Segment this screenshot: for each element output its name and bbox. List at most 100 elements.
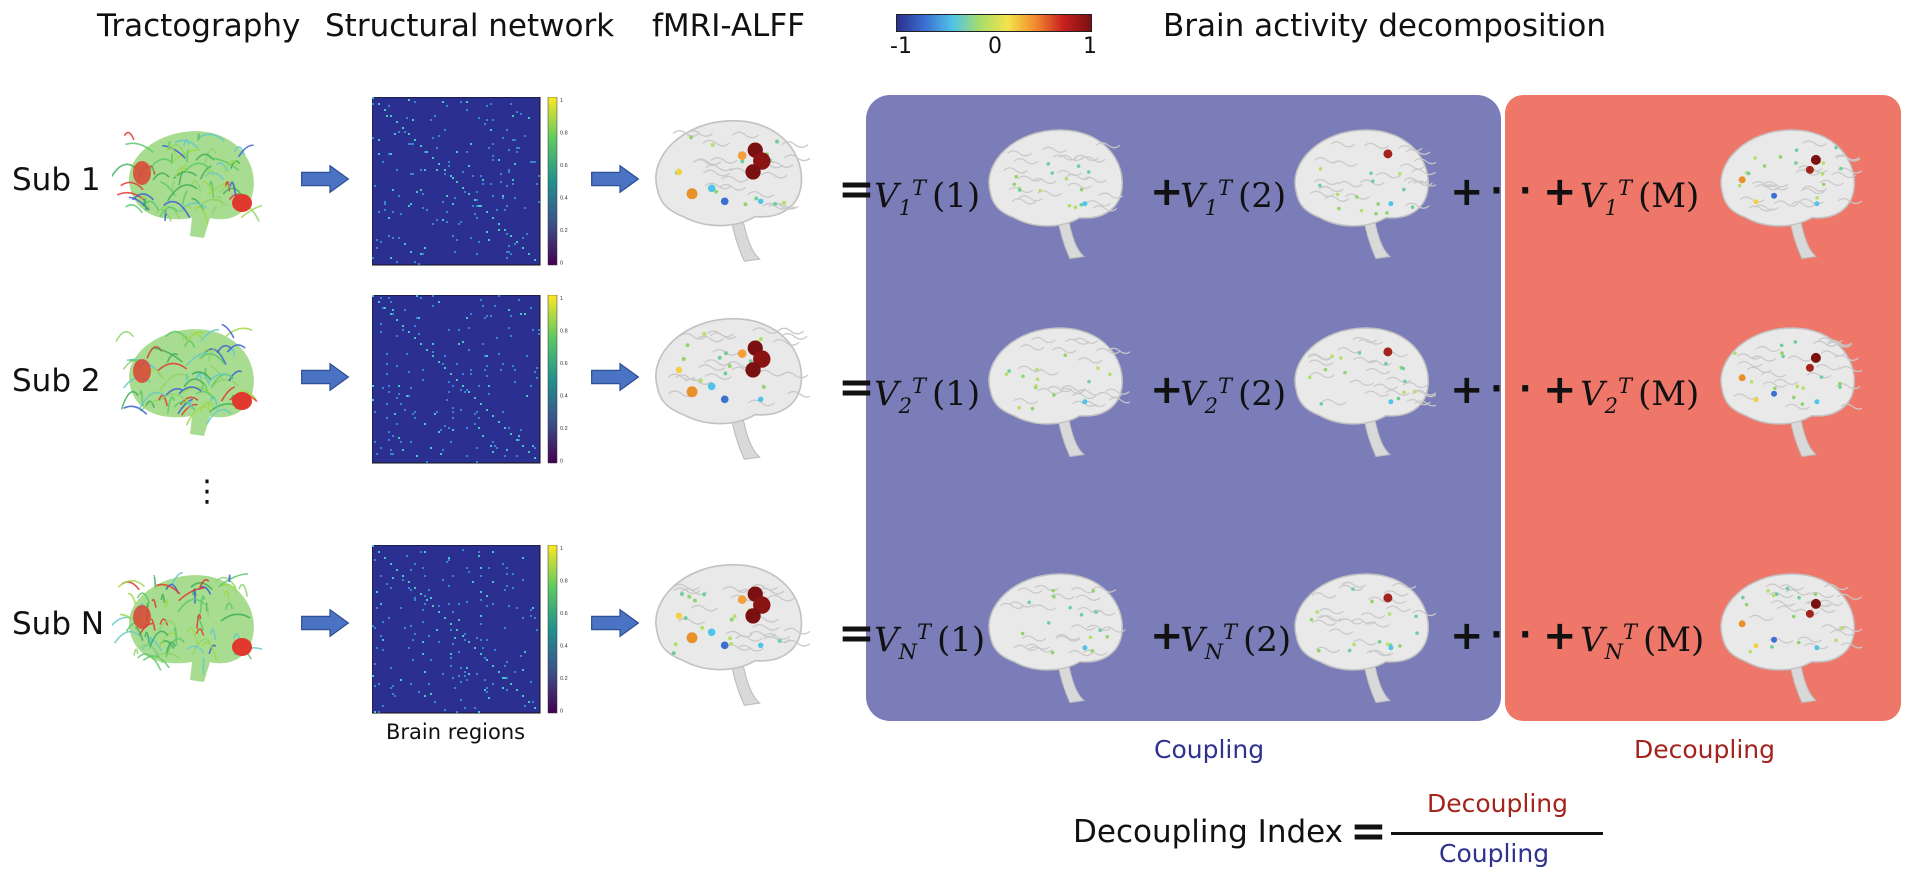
index-denominator: Coupling: [1439, 839, 1550, 868]
term-transpose: T: [1222, 620, 1237, 644]
equals-sign: =: [838, 362, 875, 413]
term-symbol: V: [1180, 620, 1205, 661]
matrix-colorbar-tick: 0.8: [560, 329, 568, 335]
activity-colorbar: [896, 14, 1092, 32]
matrix-colorbar-tick: 0.6: [560, 361, 568, 367]
brain-surface-icon: [1720, 129, 1862, 260]
term-subscript: 1: [1604, 196, 1618, 221]
index-numerator: Decoupling: [1427, 789, 1568, 818]
component-term: VNT(M): [1580, 612, 1704, 672]
plus-sign: +: [1150, 169, 1184, 215]
header-tractography: Tractography: [97, 8, 301, 44]
term-symbol: V: [1580, 176, 1605, 217]
component-term: V2T(M): [1580, 366, 1699, 426]
brain-surface-icon: [988, 129, 1124, 260]
subject-label: Sub N: [12, 606, 105, 642]
component-term: V1T(2): [1180, 168, 1286, 228]
term-subscript: N: [1204, 640, 1223, 665]
plus-sign: +: [1543, 367, 1577, 413]
plus-sign: +: [1450, 613, 1484, 659]
header-fmri-alff: fMRI-ALFF: [652, 8, 805, 44]
matrix-colorbar-tick: 0.4: [560, 644, 568, 650]
brain-surface-icon: [1294, 129, 1436, 260]
component-term: V1T(1): [874, 168, 980, 228]
brain-surface-icon: [1294, 573, 1436, 704]
ellipsis: · ·: [1490, 171, 1534, 211]
term-transpose: T: [916, 620, 931, 644]
rows-ellipsis: ⋮: [192, 474, 222, 509]
term-symbol: V: [874, 374, 899, 415]
brain-surface-icon: [988, 327, 1130, 458]
term-subscript: 2: [1204, 394, 1218, 419]
matrix-colorbar-tick: 0.2: [560, 676, 568, 682]
term-argument: (2): [1237, 374, 1287, 415]
brain-surface-icon: [1720, 573, 1862, 704]
matrix-colorbar-tick: 1: [560, 546, 563, 552]
term-transpose: T: [1217, 374, 1232, 398]
term-symbol: V: [874, 620, 899, 661]
tractography-brain-icon: [112, 131, 262, 238]
header-decomposition: Brain activity decomposition: [1163, 8, 1606, 44]
component-term: V1T(M): [1580, 168, 1699, 228]
connectivity-matrix-icon: 10.80.60.40.20: [372, 97, 568, 267]
tractography-brain-icon: [112, 571, 262, 682]
equals-sign: =: [838, 164, 875, 215]
right-arrow-icon: [591, 362, 640, 392]
matrix-colorbar-tick: 1: [560, 98, 563, 104]
decoupling-label: Decoupling: [1634, 735, 1775, 764]
matrix-colorbar-tick: 0.2: [560, 426, 568, 432]
right-arrow-icon: [591, 164, 640, 194]
term-symbol: V: [1580, 620, 1605, 661]
equals-sign: =: [838, 608, 875, 659]
term-subscript: 2: [898, 394, 912, 419]
index-equals: =: [1350, 806, 1387, 857]
term-symbol: V: [1180, 176, 1205, 217]
right-arrow-icon: [301, 608, 350, 638]
matrix-colorbar-tick: 0.6: [560, 163, 568, 169]
term-subscript: 1: [1204, 196, 1218, 221]
term-transpose: T: [911, 374, 926, 398]
term-subscript: 2: [1604, 394, 1618, 419]
plus-sign: +: [1150, 367, 1184, 413]
brain-surface-icon: [1720, 327, 1862, 458]
right-arrow-icon: [591, 608, 640, 638]
brain-surface-icon: [655, 317, 810, 460]
connectivity-matrix-icon: 10.80.60.40.20: [372, 545, 568, 715]
connectivity-matrix-icon: 10.80.60.40.20: [372, 295, 568, 465]
colorbar-min-label: -1: [890, 34, 912, 59]
term-transpose: T: [1617, 176, 1632, 200]
colorbar-mid-label: 0: [988, 34, 1002, 59]
component-term: V2T(2): [1180, 366, 1286, 426]
term-argument: (2): [1242, 620, 1292, 661]
matrix-colorbar-tick: 0.4: [560, 394, 568, 400]
term-argument: (1): [931, 374, 981, 415]
matrix-colorbar-tick: 0: [560, 709, 563, 715]
subject-label: Sub 2: [12, 363, 101, 399]
header-structural-network: Structural network: [325, 8, 615, 44]
plus-sign: +: [1543, 613, 1577, 659]
plus-sign: +: [1450, 169, 1484, 215]
term-transpose: T: [1617, 374, 1632, 398]
index-fraction-bar: [1391, 832, 1603, 835]
term-argument: (M): [1637, 374, 1700, 415]
matrix-colorbar-tick: 0.8: [560, 131, 568, 137]
term-argument: (M): [1637, 176, 1700, 217]
brain-surface-icon: [655, 563, 810, 706]
plus-sign: +: [1450, 367, 1484, 413]
matrix-axis-label: Brain regions: [386, 720, 526, 744]
term-subscript: N: [898, 640, 917, 665]
term-symbol: V: [1580, 374, 1605, 415]
coupling-label: Coupling: [1154, 735, 1265, 764]
term-symbol: V: [1180, 374, 1205, 415]
ellipsis: · ·: [1490, 369, 1534, 409]
right-arrow-icon: [301, 362, 350, 392]
index-label: Decoupling Index: [1073, 814, 1344, 850]
term-transpose: T: [1622, 620, 1637, 644]
term-argument: (M): [1642, 620, 1705, 661]
subject-label: Sub 1: [12, 162, 101, 198]
term-argument: (1): [931, 176, 981, 217]
term-symbol: V: [874, 176, 899, 217]
brain-surface-icon: [655, 119, 810, 262]
term-subscript: N: [1604, 640, 1623, 665]
